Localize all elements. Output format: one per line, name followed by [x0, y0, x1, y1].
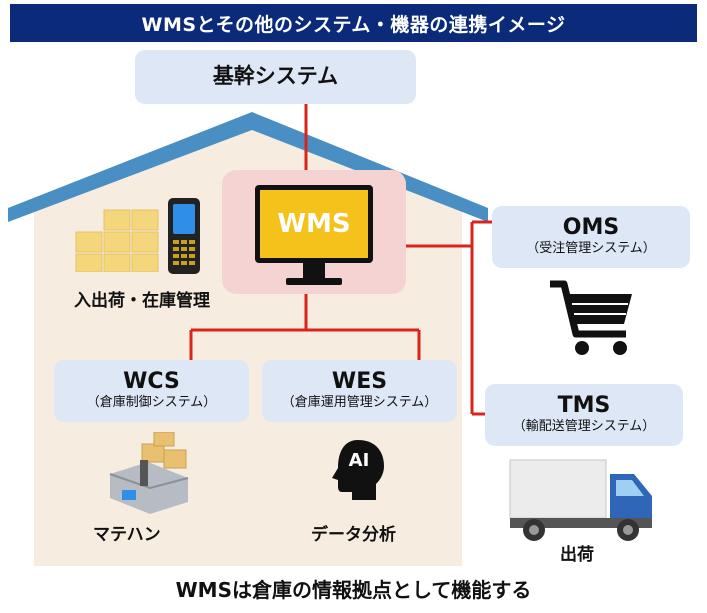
monitor-icon: WMS: [255, 185, 373, 263]
monitor-base: [286, 278, 342, 285]
wes-subtitle: （倉庫運用管理システム）: [281, 394, 438, 410]
wms-label: WMS: [260, 190, 368, 258]
header-banner: WMSとその他のシステム・機器の連携イメージ: [10, 4, 697, 42]
wes-title: WES: [331, 369, 388, 395]
data-analysis-label: データ分析: [311, 525, 396, 545]
wcs-title: WCS: [123, 369, 180, 395]
monitor-stand: [303, 263, 325, 279]
header-title: WMSとその他のシステム・機器の連携イメージ: [141, 13, 566, 36]
truck-icon: [509, 459, 652, 541]
boxes-icon: [75, 209, 159, 272]
core-system-title: 基幹システム: [212, 64, 339, 89]
ai-label: AI: [348, 450, 370, 471]
oms-title: OMS: [562, 215, 620, 241]
footer-caption: WMSは倉庫の情報拠点として機能する: [175, 578, 532, 602]
material-handling-robot-icon: [109, 432, 189, 514]
connector-lines: [189, 104, 492, 416]
wcs-box: WCS （倉庫制御システム）: [54, 360, 249, 422]
shopping-cart-icon: [550, 280, 632, 355]
inventory-label: 入出荷・在庫管理: [74, 291, 210, 311]
core-system-box: 基幹システム: [135, 50, 416, 104]
oms-subtitle: （受注管理システム）: [526, 240, 656, 256]
tms-title: TMS: [557, 393, 611, 419]
handheld-scanner-icon: [168, 198, 200, 274]
shipping-label: 出荷: [560, 545, 594, 565]
wcs-subtitle: （倉庫制御システム）: [86, 394, 217, 410]
tms-box: TMS （輸配送管理システム）: [485, 384, 683, 446]
material-handling-label: マテハン: [93, 525, 161, 545]
oms-box: OMS （受注管理システム）: [492, 206, 690, 268]
ai-head-icon: AI: [328, 438, 386, 502]
wes-box: WES （倉庫運用管理システム）: [262, 360, 457, 422]
tms-subtitle: （輸配送管理システム）: [512, 418, 656, 434]
